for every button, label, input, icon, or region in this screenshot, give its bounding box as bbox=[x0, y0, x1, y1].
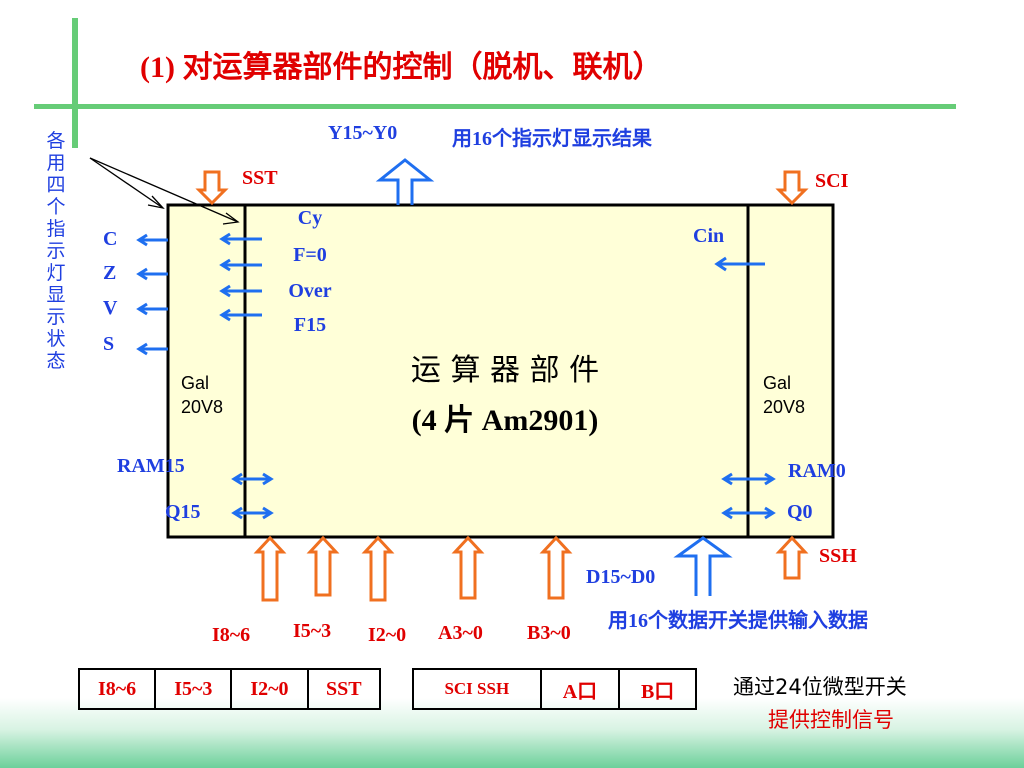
pointer-head-2 bbox=[222, 212, 240, 225]
input-i2-0: I2~0 bbox=[368, 624, 407, 646]
q15-label: Q15 bbox=[165, 501, 201, 523]
sst-arrow bbox=[195, 170, 229, 206]
input-b3-0: B3~0 bbox=[527, 622, 571, 644]
table1-cell-i8-6: I8~6 bbox=[77, 668, 157, 710]
right-gal-line2: 20V8 bbox=[763, 397, 806, 417]
ssh-arrow bbox=[775, 535, 809, 580]
flag-f15: F15 bbox=[293, 314, 327, 336]
ram0-label: RAM0 bbox=[788, 460, 846, 482]
left-gal-line2: 20V8 bbox=[181, 397, 224, 417]
ram15-double-arrow bbox=[231, 472, 274, 486]
flag-in-arrows bbox=[219, 232, 262, 322]
note-line-2: 提供控制信号 bbox=[768, 708, 894, 732]
sci-arrow bbox=[775, 170, 809, 206]
table2-cell-sci-ssh: SCI SSH bbox=[412, 668, 542, 710]
control-table-2: SCI SSH A口 B口 bbox=[412, 668, 697, 710]
sst-label: SST bbox=[242, 167, 278, 189]
cin-arrow bbox=[714, 256, 765, 272]
data-input-label: D15~D0 bbox=[586, 566, 656, 588]
flag-c: C bbox=[103, 228, 118, 250]
bottom-gradient-band bbox=[0, 698, 1024, 768]
pointer-line-1 bbox=[89, 157, 164, 209]
slide-title: (1) 对运算器部件的控制（脱机、联机） bbox=[140, 51, 663, 84]
title-vertical-bar bbox=[72, 18, 78, 148]
title-horizontal-bar bbox=[34, 104, 956, 109]
alu-title: 运 算 器 部 件 bbox=[410, 353, 600, 388]
ram0-double-arrow bbox=[721, 472, 776, 486]
flag-out-arrows bbox=[136, 233, 168, 356]
right-gal-label: Gal 20V8 bbox=[763, 371, 805, 419]
sci-label: SCI bbox=[815, 170, 849, 192]
flag-f0: F=0 bbox=[293, 244, 327, 266]
status-side-label: 各用四个指示灯显示状态 bbox=[46, 130, 66, 372]
result-output-arrow bbox=[375, 158, 435, 205]
ssh-label: SSH bbox=[819, 545, 857, 567]
data-input-arrow bbox=[673, 536, 733, 596]
right-gal-line1: Gal bbox=[763, 373, 792, 393]
q0-label: Q0 bbox=[787, 501, 813, 523]
flag-over: Over bbox=[288, 280, 332, 302]
table1-cell-i2-0: I2~0 bbox=[230, 668, 309, 710]
note-line-1: 通过24位微型开关 bbox=[733, 675, 907, 699]
q0-double-arrow bbox=[721, 506, 776, 520]
flag-z: Z bbox=[103, 262, 117, 284]
input-i5-3: I5~3 bbox=[293, 620, 332, 642]
alu-subtitle: (4 片 Am2901) bbox=[411, 404, 599, 437]
left-gal-label: Gal 20V8 bbox=[181, 371, 223, 419]
table1-cell-i5-3: I5~3 bbox=[154, 668, 233, 710]
table2-cell-b: B口 bbox=[618, 668, 697, 710]
input-i8-6: I8~6 bbox=[212, 624, 251, 646]
table1-cell-sst: SST bbox=[306, 668, 382, 710]
bottom-input-arrows bbox=[253, 535, 573, 602]
result-label: Y15~Y0 bbox=[328, 122, 398, 144]
ram15-label: RAM15 bbox=[117, 455, 185, 477]
flag-s: S bbox=[103, 333, 115, 355]
flag-v: V bbox=[103, 297, 118, 319]
table2-cell-a: A口 bbox=[539, 668, 621, 710]
result-desc: 用16个指示灯显示结果 bbox=[452, 128, 652, 150]
pointer-line-2 bbox=[89, 157, 239, 223]
left-gal-line1: Gal bbox=[181, 373, 210, 393]
input-a3-0: A3~0 bbox=[438, 622, 483, 644]
control-table-1: I8~6 I5~3 I2~0 SST bbox=[77, 668, 382, 710]
q15-double-arrow bbox=[231, 506, 274, 520]
data-input-desc: 用16个数据开关提供输入数据 bbox=[608, 610, 868, 632]
pointer-head-1 bbox=[147, 195, 165, 210]
cin-label: Cin bbox=[693, 225, 725, 247]
flag-cy: Cy bbox=[297, 207, 323, 229]
